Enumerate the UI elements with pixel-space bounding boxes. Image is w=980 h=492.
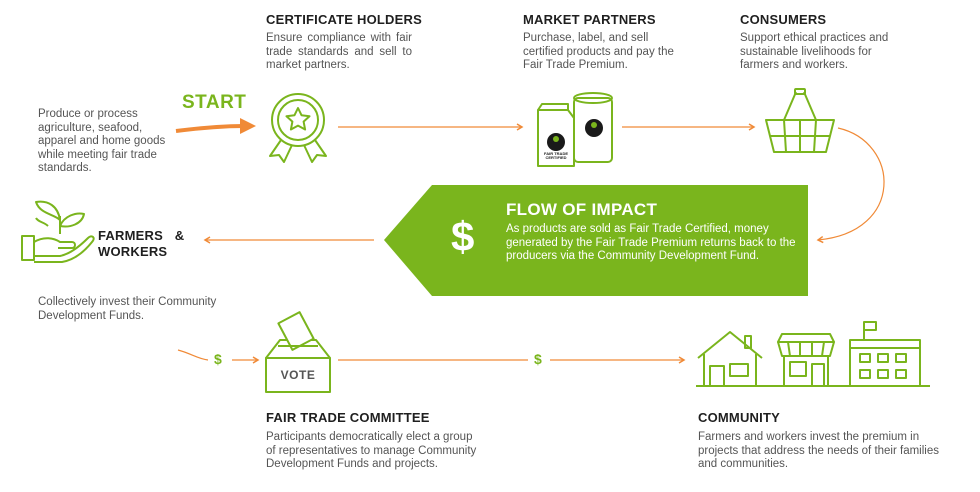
consumers-description: Support ethical practices and sustainabl… [740, 32, 889, 71]
award-ribbon-icon [269, 93, 327, 163]
producers-description: Produce or process agriculture, seafood,… [38, 108, 166, 174]
market-partners-title: MARKET PARTNERS [523, 12, 656, 27]
flow-of-impact-arrow-block [384, 185, 808, 296]
dollar-sign-icon: $ [451, 213, 475, 260]
certified-products-icon [537, 92, 613, 167]
farmers-workers-title: FARMERS & WORKERS [98, 228, 185, 259]
hand-plant-icon [21, 200, 95, 263]
consumers-title: CONSUMERS [740, 12, 827, 27]
market-partners-description: Purchase, label, and sell certified prod… [523, 32, 674, 71]
certificate-holders-description: Ensure compliance with fair trade standa… [266, 32, 412, 71]
flow-of-impact-description: As products are sold as Fair Trade Certi… [506, 223, 796, 262]
fair-trade-committee-title: FAIR TRADE COMMITTEE [266, 410, 430, 425]
start-arrow [175, 118, 256, 134]
certificate-holders-title: CERTIFICATE HOLDERS [266, 12, 422, 27]
fair-trade-committee-description: Participants democratically elect a grou… [266, 431, 477, 470]
farmers-workers-description: Collectively invest their Community Deve… [38, 296, 217, 322]
product-label-text: FAIR TRADE CERTIFIED [544, 151, 568, 160]
community-title: COMMUNITY [698, 410, 780, 425]
arrow-farmers-to-committee-left [177, 349, 209, 361]
start-label: START [182, 92, 247, 113]
ballot-box-icon [265, 311, 331, 393]
dollar-marker-committee: $ [214, 351, 222, 367]
vote-label: VOTE [280, 368, 316, 382]
flow-of-impact-title: FLOW OF IMPACT [506, 200, 658, 219]
arrow-consumers-to-flow [816, 127, 885, 244]
dollar-marker-community: $ [534, 351, 542, 367]
community-description: Farmers and workers invest the premium i… [698, 431, 939, 470]
community-buildings-icon [696, 321, 930, 387]
shopping-basket-icon [765, 88, 835, 153]
